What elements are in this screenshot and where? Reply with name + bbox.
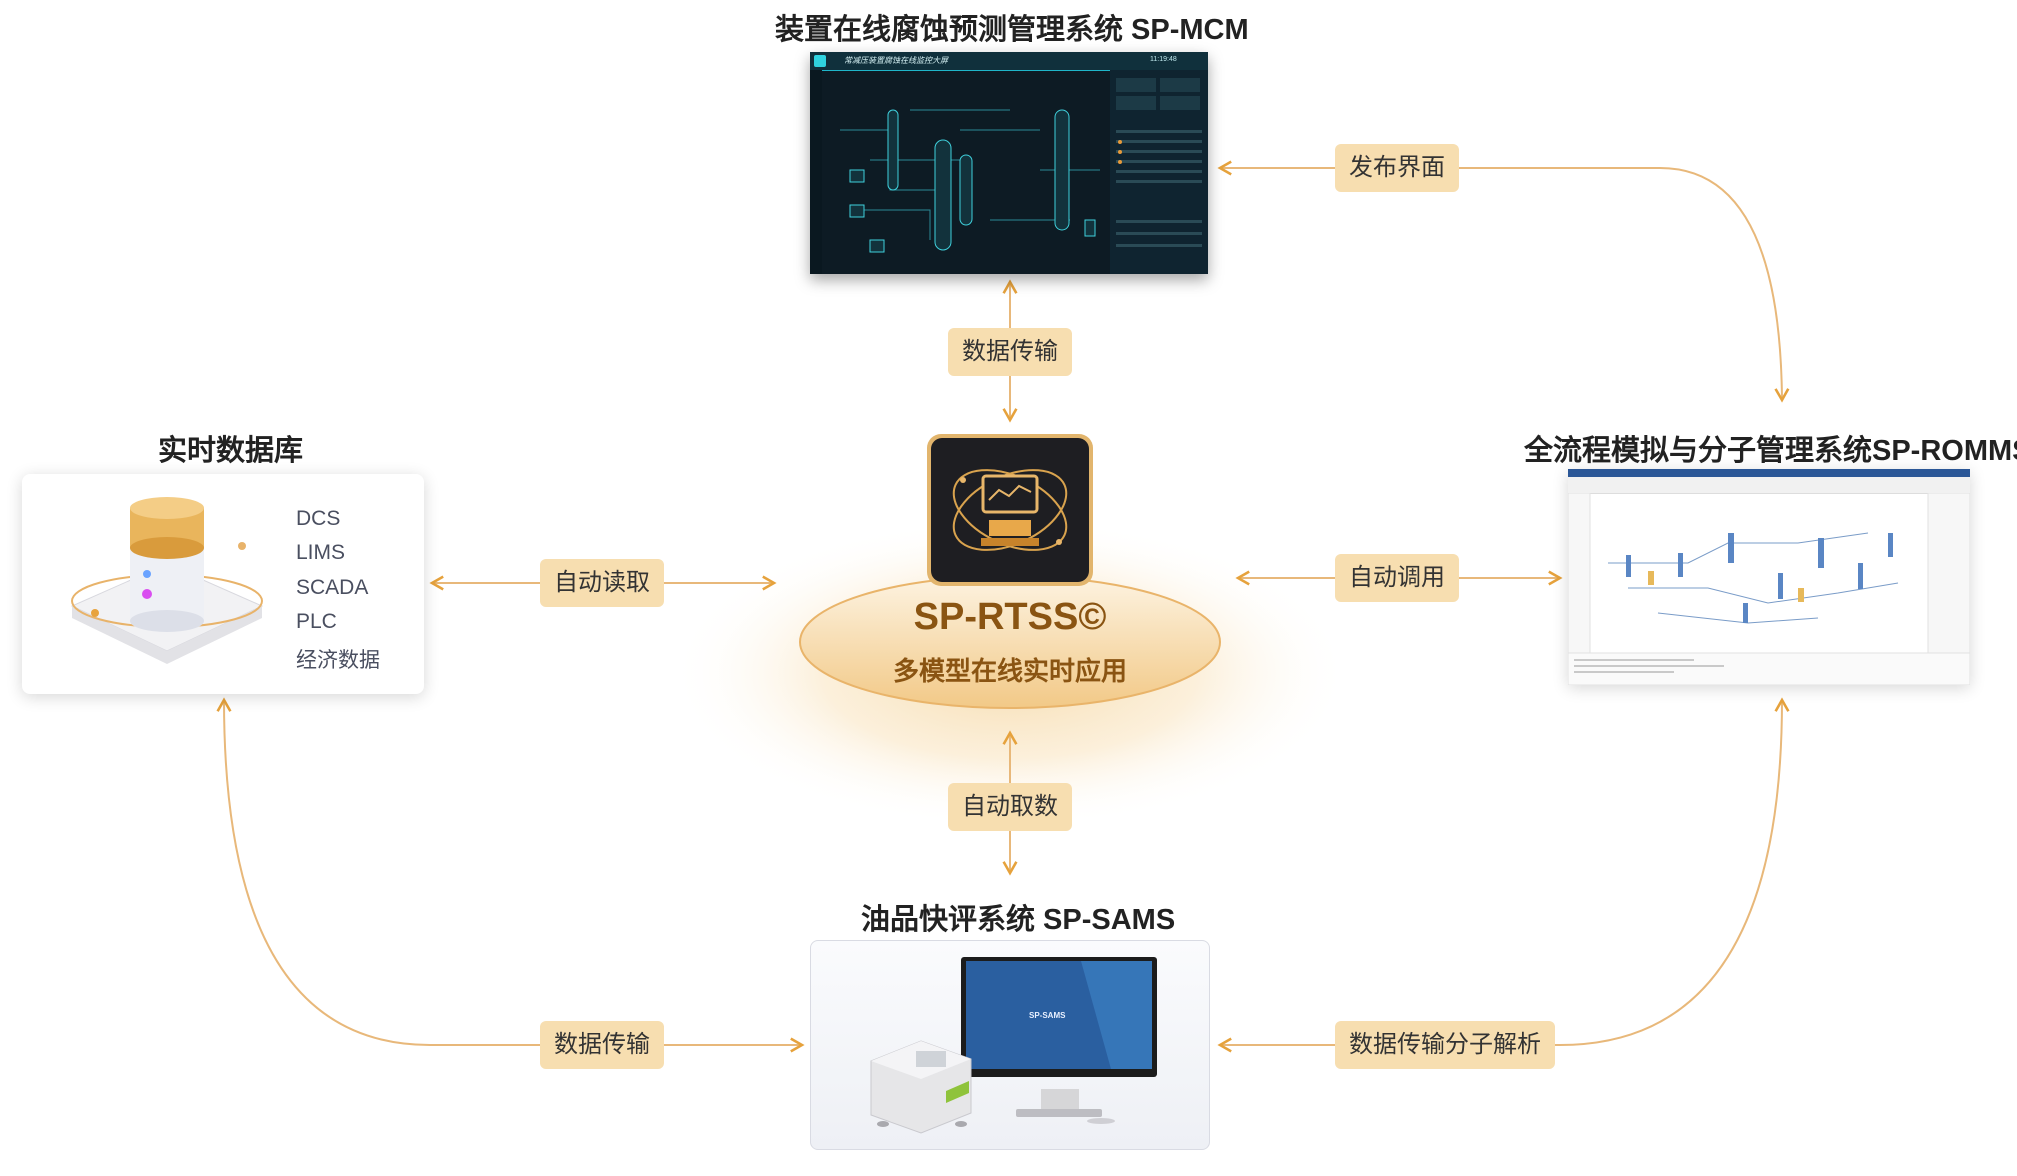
sams-card: SP-SAMS	[810, 940, 1210, 1150]
label-auto-read: 自动读取	[540, 559, 664, 607]
center-title: SP-RTSS©	[913, 596, 1107, 638]
rtss-app-icon	[927, 434, 1093, 586]
dashboard-logo-icon	[814, 55, 826, 67]
analyzer-and-monitor-image	[870, 957, 1157, 1134]
dashboard-time: 11:19:48	[1150, 56, 1177, 63]
line-transfer-parse	[1217, 697, 1790, 1053]
label-top-transfer: 数据传输	[948, 328, 1072, 376]
monitor-orbit-icon	[952, 469, 1068, 551]
dashboard-process-diagram	[810, 70, 1208, 274]
romms-screenshot	[1568, 469, 1970, 685]
line-publish	[1217, 160, 1790, 403]
source-scada: SCADA	[296, 576, 369, 599]
dashboard-header-text: 常减压装置腐蚀在线监控大屏	[844, 56, 948, 65]
source-dcs: DCS	[296, 507, 341, 530]
top-system-title: 装置在线腐蚀预测管理系统 SP-MCM	[775, 14, 1249, 46]
sams-screen-text: SP-SAMS	[1029, 1011, 1066, 1020]
label-auto-call: 自动调用	[1335, 554, 1459, 602]
left-system-title: 实时数据库	[158, 435, 304, 467]
source-economic-data: 经济数据	[296, 649, 380, 672]
label-bottom-transfer: 数据传输	[540, 1021, 664, 1069]
label-auto-fetch: 自动取数	[948, 783, 1072, 831]
source-plc: PLC	[296, 610, 337, 633]
mcm-dashboard-screenshot: 常减压装置腐蚀在线监控大屏 11:19:48	[810, 52, 1208, 274]
label-publish: 发布界面	[1335, 144, 1459, 192]
flowsheet-canvas	[1568, 493, 1970, 685]
center-subtitle: 多模型在线实时应用	[892, 656, 1127, 686]
right-system-title: 全流程模拟与分子管理系统SP-ROMMS	[1524, 435, 2017, 467]
line-bottom-transfer	[216, 697, 805, 1053]
dashboard-header-bar	[810, 52, 1208, 71]
database-cylinder-icon	[70, 497, 264, 664]
realtime-database-card: DCS LIMS SCADA PLC 经济数据	[22, 474, 424, 694]
source-lims: LIMS	[296, 541, 346, 564]
bottom-system-title: 油品快评系统 SP-SAMS	[861, 904, 1176, 936]
label-transfer-parse: 数据传输分子解析	[1335, 1021, 1555, 1069]
